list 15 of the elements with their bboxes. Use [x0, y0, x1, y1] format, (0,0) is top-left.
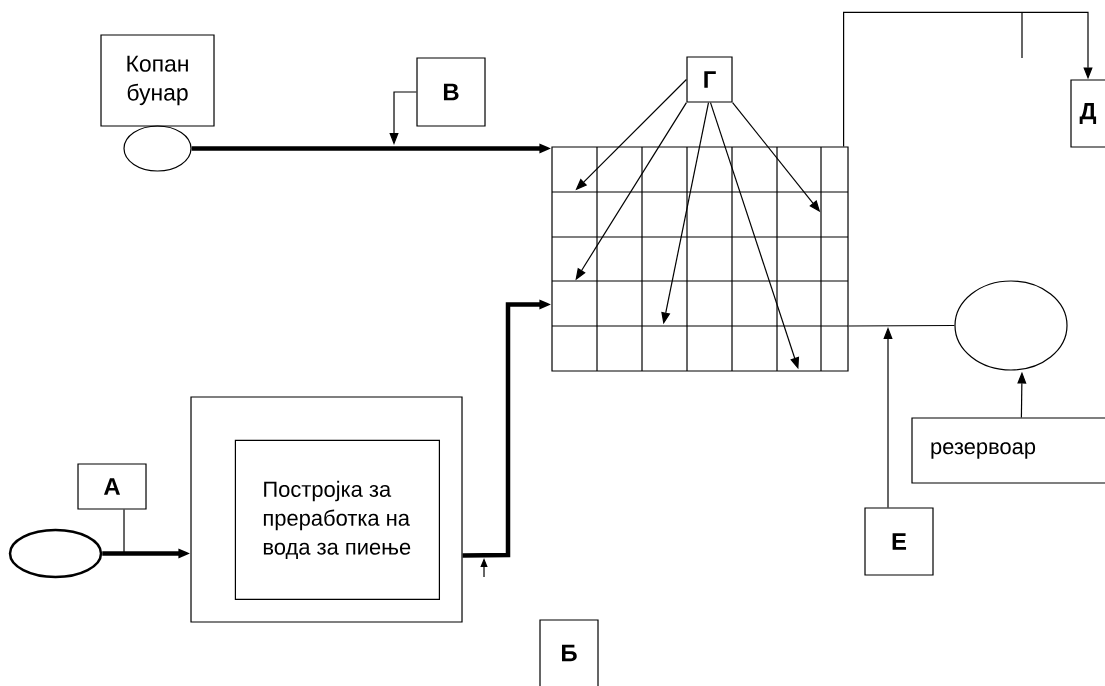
source-ellipse — [8, 528, 103, 579]
well-box: Копан бунар — [100, 34, 215, 127]
plant-box: Постројка за преработка на вода за пиење — [234, 439, 440, 600]
letter-box: Е — [864, 507, 934, 576]
grid-field — [551, 146, 849, 372]
letter-box: Д — [1070, 79, 1105, 148]
letter-box: В — [416, 57, 486, 127]
letter-box: А — [77, 463, 147, 510]
letter-box: Б — [539, 619, 599, 686]
reservoir-ellipse — [954, 280, 1068, 371]
connector-arrow — [843, 11, 1093, 147]
letter-box: Г — [686, 56, 733, 103]
reservoir-box: резервоар — [911, 417, 1105, 484]
well-ellipse — [123, 125, 192, 172]
outer-box — [190, 396, 463, 623]
